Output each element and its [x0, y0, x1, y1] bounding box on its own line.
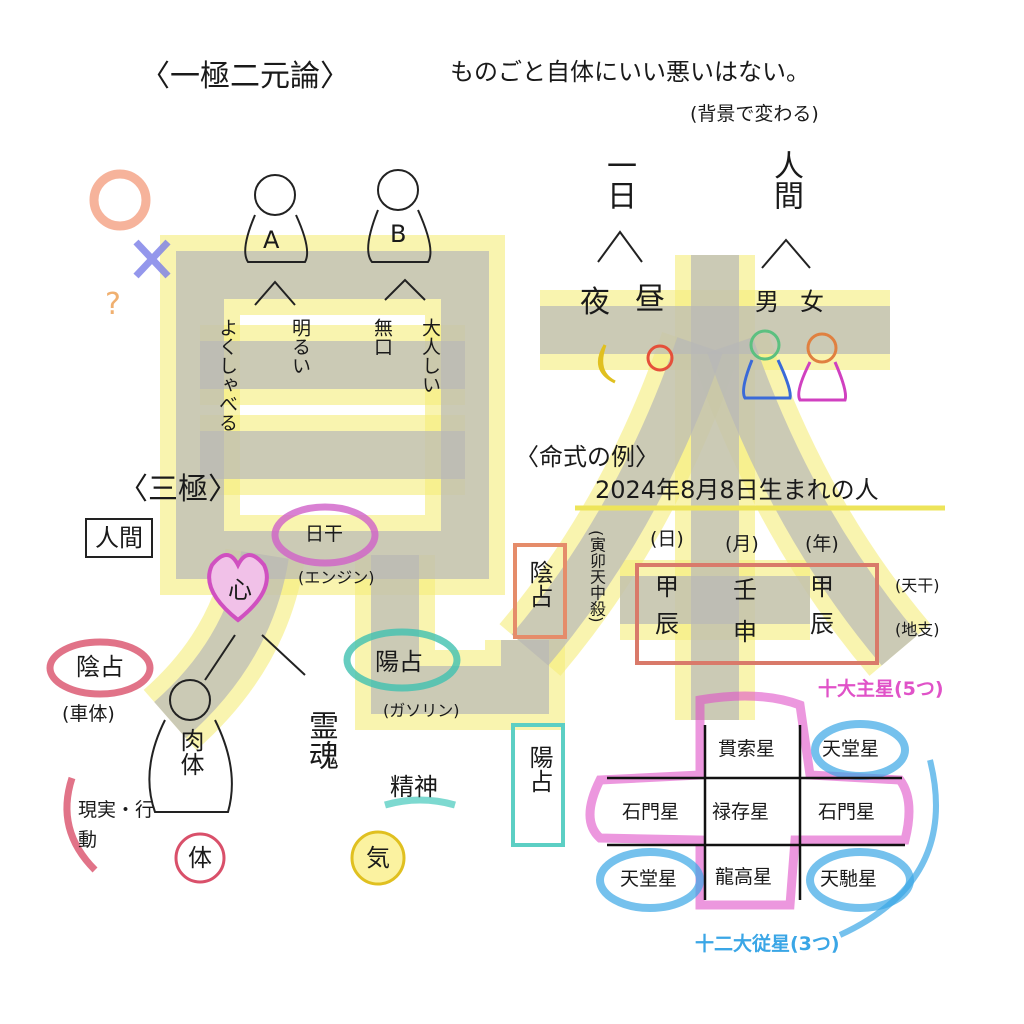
grid-mid-center: 禄存星 — [712, 801, 770, 823]
meishiki-title: 〈命式の例〉 — [515, 443, 659, 471]
nikkan-circle — [271, 503, 379, 567]
day-daytime: 昼 — [635, 282, 665, 317]
column-year: (年) — [805, 533, 839, 555]
cross-symbol-icon — [133, 239, 171, 279]
human-female: 女 — [800, 288, 824, 316]
human-top: 人間 — [768, 150, 803, 210]
page-title: 〈一極二元論〉 — [140, 59, 350, 94]
nikkan-label: 日干 — [305, 523, 344, 545]
tenkan-day: 甲 — [655, 573, 679, 601]
tenchusatsu-label: (寅卯天中殺) — [587, 530, 606, 623]
column-month: (月) — [725, 533, 759, 555]
grid-top-right: 天堂星 — [822, 738, 880, 760]
column-day: (日) — [650, 528, 684, 550]
day-top: 一日 — [601, 150, 636, 210]
sankyoku-human: 人間 — [85, 518, 153, 558]
trait-akarui: 明るい — [289, 318, 311, 375]
juunidaijusei-label: 十二大従星(3つ) — [695, 933, 840, 955]
woman-figure — [797, 332, 847, 402]
genjitsu-bracket — [63, 776, 98, 873]
note-line2: (背景で変わる) — [690, 103, 819, 125]
note-line1: ものごと自体にいい悪いはない。 — [450, 58, 810, 86]
seishin-label: 精神 — [390, 773, 438, 801]
chishi-year: 辰 — [810, 610, 834, 638]
engine-label: (エンジン) — [298, 568, 375, 587]
reikon-label: 霊魂 — [303, 710, 338, 770]
seishin-underline — [384, 796, 456, 809]
tenkan-year: 甲 — [810, 573, 834, 601]
sankyoku-title: 〈三極〉 — [118, 472, 238, 507]
ki-label: 気 — [366, 844, 390, 872]
figure-b — [367, 169, 432, 263]
arrow-kokoro-soul — [261, 634, 306, 676]
birth-label: 2024年8月8日生まれの人 — [595, 476, 879, 504]
jusshusei-loop — [585, 691, 914, 910]
chishi-label: (地支) — [895, 620, 940, 639]
man-figure — [742, 329, 792, 400]
branch-a — [254, 280, 296, 306]
genjitsu-label: 現実・行動 — [78, 799, 155, 852]
human-male: 男 — [755, 288, 779, 316]
tendosei-top-circle — [811, 720, 909, 780]
question-symbol: ? — [105, 287, 121, 322]
shatai-label: (車体) — [62, 703, 115, 725]
chishi-month: 申 — [733, 618, 757, 646]
kokoro-label: 心 — [228, 576, 252, 604]
yousen-label-box — [511, 723, 565, 847]
karada-circle — [174, 832, 226, 884]
circle-symbol-icon — [89, 169, 151, 231]
branch-day — [597, 230, 643, 263]
tendosei-bottom-circle — [596, 848, 704, 912]
ki-circle — [350, 830, 406, 886]
sun-icon — [646, 344, 674, 372]
arrow-kokoro-body — [204, 634, 236, 681]
branch-b — [384, 278, 426, 301]
heart-icon — [207, 553, 269, 623]
grid-bottom-left: 天堂星 — [620, 868, 678, 890]
figure-a — [244, 174, 309, 263]
inseni-circle — [46, 638, 154, 698]
figure-a-label: A — [263, 226, 280, 254]
yousen-meishiki-label: 陽占 — [525, 745, 553, 793]
trait-yokushaberu: よくしゃべる — [216, 318, 238, 432]
meishiki-box — [635, 563, 879, 665]
tenkan-month: 壬 — [733, 576, 757, 604]
figure-b-label: B — [390, 220, 407, 248]
trait-mukuchi: 無口 — [371, 318, 393, 356]
karada-label: 体 — [188, 844, 212, 872]
moon-icon — [597, 344, 616, 384]
grid-bottom-center: 龍高星 — [715, 866, 773, 888]
arrow-curve — [838, 759, 939, 938]
grid-bottom-right: 天馳星 — [820, 868, 878, 890]
tenkan-label: (天干) — [895, 576, 940, 595]
day-night: 夜 — [580, 285, 610, 320]
yousen-circle — [343, 628, 461, 692]
branch-human — [761, 238, 811, 269]
yousen-label: 陽占 — [375, 648, 423, 676]
star-grid — [607, 725, 905, 900]
gasoline-label: (ガソリン) — [383, 701, 460, 720]
grid-mid-left: 石門星 — [622, 801, 680, 823]
insen-label: 陰占 — [525, 560, 553, 608]
grid-mid-right: 石門星 — [818, 801, 876, 823]
body-figure — [148, 679, 233, 813]
insen-label-box — [513, 543, 567, 639]
chishi-day: 辰 — [655, 610, 679, 638]
nikutai-label: 肉体 — [176, 728, 204, 776]
trait-otonashii: 大人しい — [419, 318, 441, 394]
grid-top-center: 貫索星 — [718, 738, 776, 760]
inseni-label: 陰占 — [76, 653, 124, 681]
jusshusei-label: 十大主星(5つ) — [818, 678, 944, 700]
